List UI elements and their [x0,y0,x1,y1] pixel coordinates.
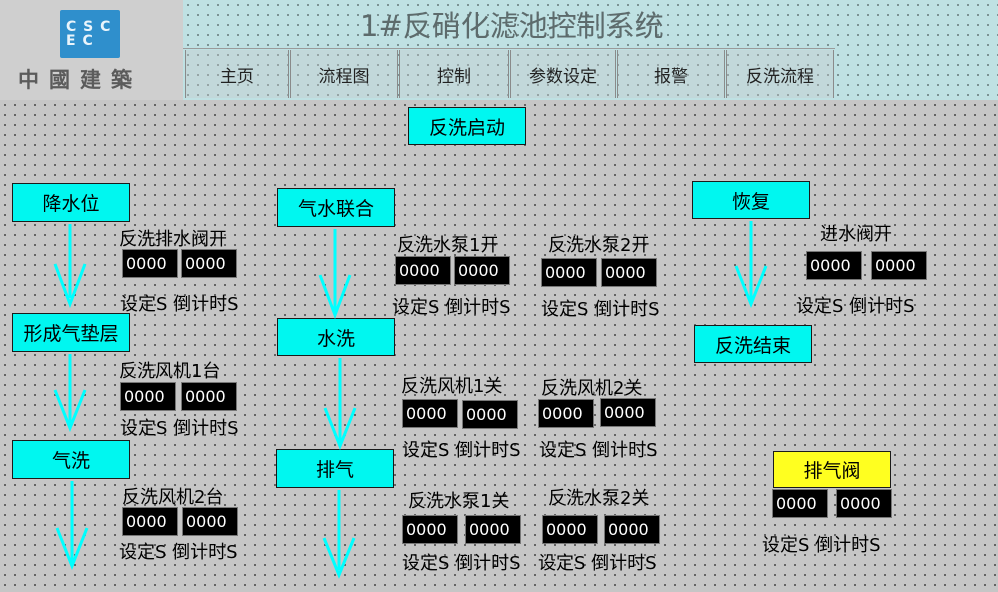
arrow-down-icon [734,221,768,309]
nav-control[interactable]: 控制 [399,50,509,98]
unit-label: 设定S 倒计时S [541,299,660,320]
arrow-down-icon [323,358,357,451]
step-backwash-end[interactable]: 反洗结束 [694,325,812,363]
step-lower-water-level[interactable]: 降水位 [12,183,130,222]
step-water-wash[interactable]: 水洗 [277,318,395,356]
setpoint-field[interactable]: 0000 [122,249,178,278]
unit-label: 设定S 倒计时S [119,542,238,563]
arrow-down-icon [318,229,352,320]
arrow-down-icon [53,354,87,433]
countdown-display: 0000 [182,507,238,536]
unit-label: 设定S 倒计时S [762,535,881,556]
timer-title: 反洗水泵1开 [397,235,499,256]
nav-parameters[interactable]: 参数设定 [510,50,616,98]
nav-alarm[interactable]: 报警 [617,50,725,98]
header-band-dots [183,0,998,100]
countdown-display: 0000 [600,398,656,427]
step-air-water-combined[interactable]: 气水联合 [277,188,395,227]
countdown-display: 0000 [181,249,237,278]
setpoint-field[interactable]: 0000 [541,258,597,287]
logo-name: 中國建築 [18,68,142,92]
step-form-air-cushion[interactable]: 形成气垫层 [12,313,130,352]
setpoint-field[interactable]: 0000 [395,256,451,285]
countdown-display: 0000 [604,515,660,544]
arrow-down-icon [55,481,89,571]
unit-label: 设定S 倒计时S [539,440,658,461]
timer-title: 反洗水泵2关 [548,488,650,509]
unit-label: 设定S 倒计时S [120,294,239,315]
unit-label: 设定S 倒计时S [120,418,239,439]
setpoint-field[interactable]: 0000 [542,515,598,544]
countdown-display: 0000 [465,515,521,544]
timer-title: 反洗水泵2开 [548,235,650,256]
logo-mark-text: C S C E C [66,19,112,49]
setpoint-field[interactable]: 0000 [772,489,828,518]
timer-title: 进水阀开 [820,224,892,245]
timer-title: 反洗风机2关 [541,378,643,399]
setpoint-field[interactable]: 0000 [402,399,458,428]
countdown-display: 0000 [871,251,927,280]
step-recover[interactable]: 恢复 [692,181,810,219]
unit-label: 设定S 倒计时S [402,440,521,461]
countdown-display: 0000 [181,382,237,411]
unit-label: 设定S 倒计时S [796,296,915,317]
timer-title: 反洗风机2台 [122,487,224,508]
arrow-down-icon [53,224,87,309]
nav-home[interactable]: 主页 [185,50,289,98]
setpoint-field[interactable]: 0000 [402,515,458,544]
setpoint-field[interactable]: 0000 [806,251,862,280]
nav-flowchart[interactable]: 流程图 [290,50,398,98]
unit-label: 设定S 倒计时S [402,553,521,574]
countdown-display: 0000 [462,400,518,429]
timer-title: 反洗风机1关 [401,376,503,397]
timer-title: 反洗排水阀开 [119,229,227,250]
nav-backwash-flow[interactable]: 反洗流程 [726,50,834,98]
arrow-down-icon [322,490,356,579]
setpoint-field[interactable]: 0000 [538,399,594,428]
cscec-logo-icon: C S C E C [60,10,120,58]
timer-title: 反洗风机1台 [119,361,221,382]
timer-title: 反洗水泵1关 [408,491,510,512]
backwash-start-button[interactable]: 反洗启动 [408,107,526,145]
nav-bar [183,48,835,100]
countdown-display: 0000 [836,489,892,518]
exhaust-valve-button[interactable]: 排气阀 [773,451,891,488]
page-title: 1#反硝化滤池控制系统 [360,9,664,43]
step-air-wash[interactable]: 气洗 [12,440,130,479]
countdown-display: 0000 [601,258,657,287]
setpoint-field[interactable]: 0000 [122,507,178,536]
countdown-display: 0000 [454,256,510,285]
unit-label: 设定S 倒计时S [392,297,511,318]
step-exhaust[interactable]: 排气 [276,449,394,488]
setpoint-field[interactable]: 0000 [120,382,176,411]
unit-label: 设定S 倒计时S [538,553,657,574]
